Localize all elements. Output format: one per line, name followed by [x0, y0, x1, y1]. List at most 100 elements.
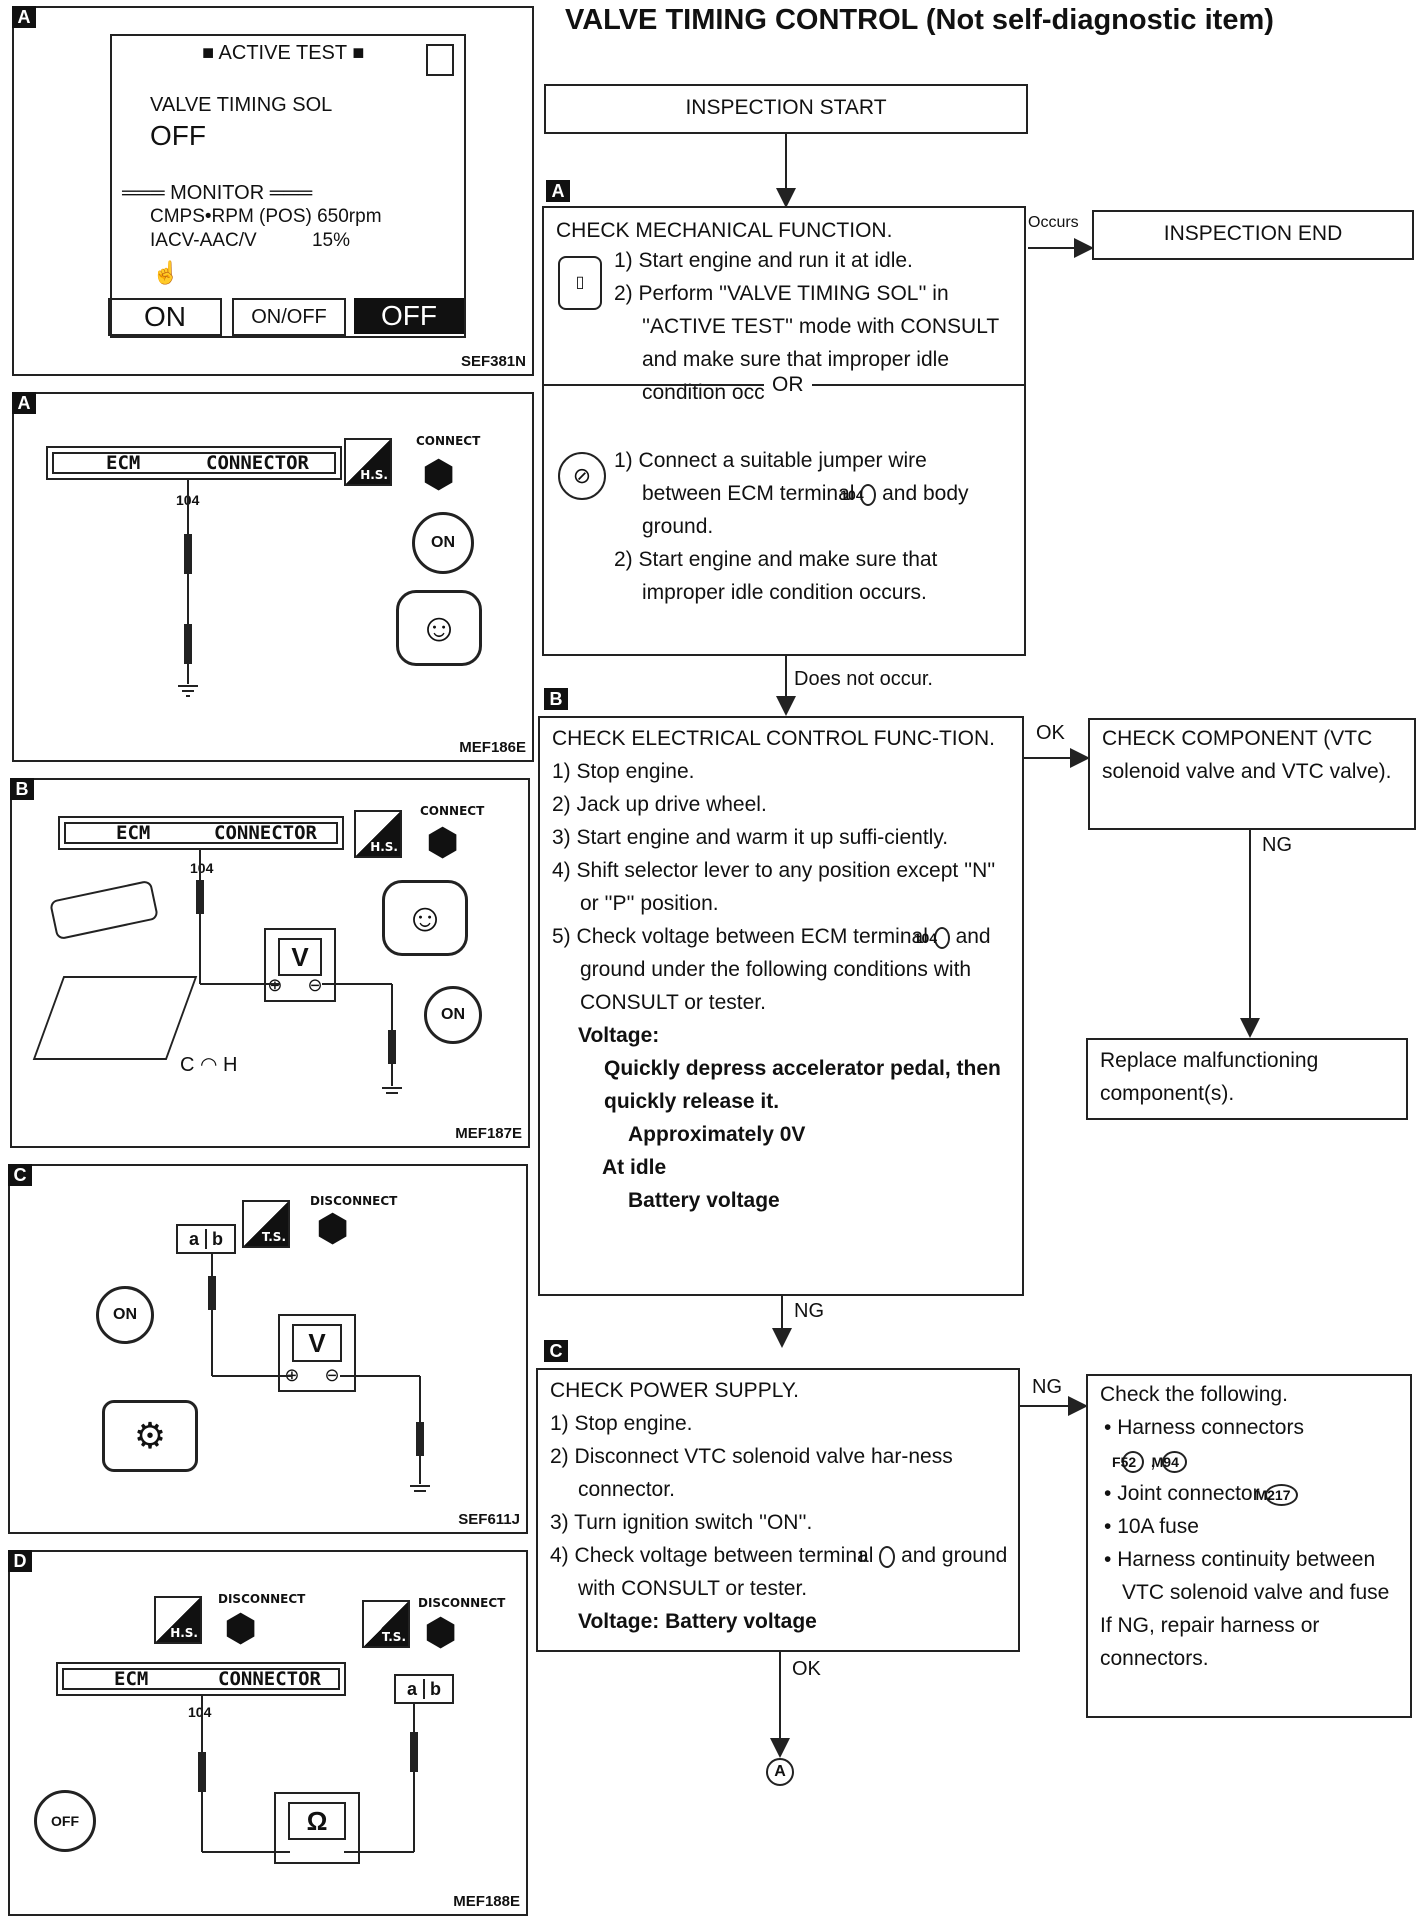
- figure-code: MEF186E: [459, 739, 526, 756]
- connector-plug-icon: ⬢: [224, 1608, 258, 1650]
- condition-2: At idle: [602, 1156, 667, 1179]
- list-item: 4) Check voltage between terminal b and …: [550, 1544, 1008, 1600]
- figure-power-supply: C a b V ⊕ ⊖ T.S. DISCONNECT ⬢ ON ⚙ SEF61…: [8, 1164, 528, 1534]
- list-item: 2) Disconnect VTC solenoid valve har-nes…: [550, 1445, 953, 1501]
- on-button[interactable]: ON: [108, 298, 222, 336]
- ng-label: NG: [794, 1300, 824, 1322]
- list-item: 1) Start engine and run it at idle.: [614, 249, 913, 272]
- connector-plug-icon: ⬢: [426, 822, 460, 864]
- figure-active-test: A ■ ACTIVE TEST ■ VALVE TIMING SOL OFF ═…: [12, 6, 534, 376]
- voltmeter: V ⊕ ⊖: [278, 1314, 356, 1392]
- list-item: • Harness connectors F52 , M94: [1104, 1416, 1304, 1473]
- page-title: VALVE TIMING CONTROL (Not self-diagnosti…: [565, 4, 1274, 36]
- engine-icon: ☺: [396, 590, 482, 666]
- connector-plug-icon: ⬢: [424, 1612, 458, 1654]
- ignition-key-icon: ON: [96, 1286, 154, 1344]
- continuation-marker: A: [766, 1758, 794, 1786]
- step-a-box: CHECK MECHANICAL FUNCTION. ▯ 1) Start en…: [542, 206, 1026, 656]
- monitor-header: ═══ MONITOR ═══: [122, 182, 313, 204]
- ecm-connector: ECM CONNECTOR: [56, 1662, 346, 1696]
- connect-label: CONNECT: [416, 434, 481, 448]
- condition-1: Quickly depress accelerator pedal, then …: [604, 1057, 1001, 1113]
- hs-icon: H.S.: [344, 438, 392, 486]
- figure-code: SEF611J: [458, 1511, 520, 1528]
- list-item: 4) Shift selector lever to any position …: [552, 859, 996, 915]
- ignition-key-icon: ON: [412, 512, 474, 574]
- square-icon: ■: [352, 42, 365, 64]
- list-item: 1) Stop engine.: [550, 1412, 693, 1435]
- ok-label: OK: [1036, 722, 1065, 744]
- disconnect-label: DISCONNECT: [418, 1596, 506, 1610]
- step-b-box: CHECK ELECTRICAL CONTROL FUNC-TION. 1) S…: [538, 716, 1024, 1296]
- terminal-number: 104: [190, 860, 214, 876]
- item-value: OFF: [150, 120, 206, 151]
- figure-letter: A: [12, 392, 36, 414]
- harness-connector: a b: [394, 1674, 454, 1704]
- consult-icon: ▯: [558, 256, 602, 310]
- connector-plug-icon: ⬢: [316, 1208, 350, 1250]
- figure-code: MEF188E: [453, 1893, 520, 1910]
- step-a-list-1: 1) Start engine and run it at idle. 2) P…: [614, 244, 1014, 409]
- ng-label: NG: [1032, 1376, 1062, 1398]
- screen-header: ■ ACTIVE TEST ■: [202, 42, 365, 64]
- check-following-footer: If NG, repair harness or connectors.: [1100, 1614, 1320, 1670]
- step-letter: C: [544, 1340, 568, 1362]
- connector-plug-icon: ⬢: [422, 454, 456, 496]
- check-following-box: Check the following. • Harness connector…: [1086, 1374, 1412, 1718]
- occurs-label: Occurs: [1028, 214, 1079, 231]
- hand-pointer-icon: ☝: [152, 260, 180, 285]
- monitor-row: CMPS•RPM (POS) 650rpm: [150, 206, 382, 227]
- figure-code: SEF381N: [460, 353, 526, 370]
- ecm-connector: ECM CONNECTOR: [46, 446, 342, 480]
- voltage-label: Voltage:: [578, 1024, 660, 1047]
- figure-letter: D: [8, 1550, 32, 1572]
- test-leads: [198, 1696, 418, 1853]
- square-icon: ■: [202, 42, 215, 64]
- figure-letter: A: [12, 6, 36, 28]
- step-letter: B: [544, 688, 568, 710]
- test-leads: [196, 848, 402, 1094]
- check-component-box: CHECK COMPONENT (VTC solenoid valve and …: [1088, 718, 1416, 830]
- temperature-gauge-icon: C ◠ H: [180, 1054, 238, 1076]
- step-letter: A: [546, 180, 570, 202]
- hs-icon: H.S.: [354, 810, 402, 858]
- step-a-title: CHECK MECHANICAL FUNCTION.: [556, 219, 893, 242]
- list-item: 1) Connect a suitable jumper wire betwee…: [614, 449, 969, 538]
- list-item: 2) Start engine and make sure that impro…: [614, 548, 938, 604]
- on-off-button[interactable]: ON/OFF: [232, 298, 346, 336]
- figure-continuity: D H.S. DISCONNECT ⬢ T.S. DISCONNECT ⬢ EC…: [8, 1550, 528, 1916]
- figure-code: MEF187E: [455, 1125, 522, 1142]
- step-c-box: CHECK POWER SUPPLY. 1) Stop engine. 2) D…: [536, 1368, 1020, 1652]
- condition-2-value: Battery voltage: [628, 1189, 780, 1212]
- list-item: 3) Start engine and warm it up suffi-cie…: [552, 826, 949, 849]
- inspection-end: INSPECTION END: [1092, 210, 1414, 260]
- list-item: • Joint connector M217: [1100, 1477, 1398, 1510]
- voltage-spec: Voltage: Battery voltage: [578, 1610, 817, 1633]
- voltmeter: V ⊕ ⊖: [264, 928, 336, 1002]
- ignition-key-icon: OFF: [34, 1790, 96, 1852]
- monitor-row: IACV-AAC/V 15%: [150, 230, 350, 251]
- engine-icon: ☺: [382, 880, 468, 956]
- does-not-occur-label: Does not occur.: [794, 668, 933, 690]
- page-box: [426, 44, 454, 76]
- off-button[interactable]: OFF: [354, 298, 464, 334]
- condition-1-value: Approximately 0V: [628, 1123, 806, 1146]
- no-consult-icon: ⊘: [558, 452, 606, 500]
- list-item: • 10A fuse: [1104, 1515, 1199, 1538]
- list-item: 1) Stop engine.: [552, 760, 695, 783]
- ecm-connector: ECM CONNECTOR: [58, 816, 344, 850]
- disconnect-label: DISCONNECT: [310, 1194, 398, 1208]
- step-c-list: CHECK POWER SUPPLY. 1) Stop engine. 2) D…: [550, 1374, 1012, 1638]
- harness-connector: a b: [176, 1224, 236, 1254]
- figure-voltage-check: B ECM CONNECTOR 104 V ⊕ ⊖ H.S. CONNECT ⬢…: [10, 778, 530, 1148]
- step-c-title: CHECK POWER SUPPLY.: [550, 1379, 799, 1402]
- ts-icon: T.S.: [362, 1600, 410, 1648]
- step-a-list-2: 1) Connect a suitable jumper wire betwee…: [614, 444, 1004, 609]
- figure-jumper: A ECM CONNECTOR 104 H.S. CONNECT ⬢ ON ☺ …: [12, 392, 534, 762]
- disconnect-label: DISCONNECT: [218, 1592, 306, 1606]
- figure-letter: C: [8, 1164, 32, 1186]
- or-label: OR: [764, 368, 812, 401]
- item-name: VALVE TIMING SOL: [150, 94, 333, 116]
- ok-label: OK: [792, 1658, 821, 1680]
- engine-icon: ⚙: [102, 1400, 198, 1472]
